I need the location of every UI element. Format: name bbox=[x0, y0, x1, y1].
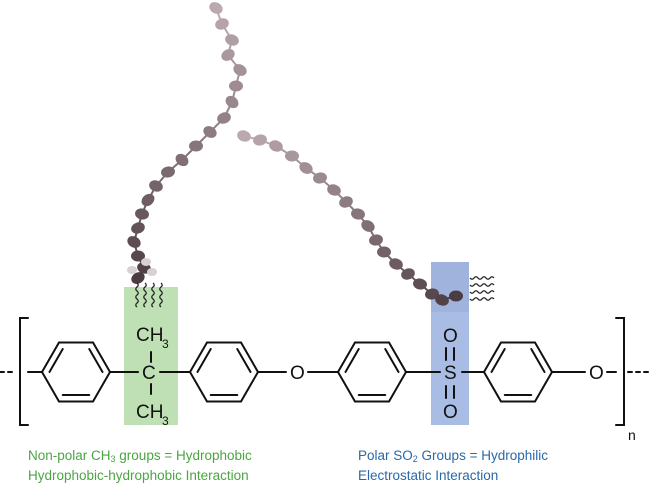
hydrophilic-highlight-upper bbox=[431, 262, 469, 312]
wave-line bbox=[151, 282, 155, 308]
ch3-top-label: CH bbox=[136, 325, 163, 346]
benzene-ring bbox=[336, 341, 408, 403]
ch3-bottom-subscript: 3 bbox=[162, 414, 169, 428]
chain-tail bbox=[127, 258, 157, 276]
hydrophobic-caption-line2: Hydrophobic-hydrophobic Interaction bbox=[28, 468, 249, 483]
ch3-top-subscript: 3 bbox=[162, 337, 169, 351]
interaction-waves bbox=[135, 276, 495, 308]
hydrophilic-caption-line2: Electrostatic Interaction bbox=[358, 468, 499, 483]
chain-residue bbox=[449, 290, 463, 302]
benzene-ring bbox=[40, 341, 112, 403]
backbone-bonds bbox=[27, 347, 617, 399]
chain-residue bbox=[131, 272, 145, 284]
repeat-brackets bbox=[0, 317, 649, 426]
ch3-bottom-label: CH bbox=[136, 402, 163, 423]
hydrophobic-caption-line1: Non-polar CH3 groups = Hydrophobic bbox=[28, 448, 252, 464]
wave-line bbox=[469, 276, 495, 280]
sulfonyl-oxygen-bottom-label: O bbox=[443, 402, 458, 423]
benzene-ring bbox=[188, 341, 260, 403]
ether-oxygen-label: O bbox=[290, 363, 305, 384]
wave-line bbox=[469, 283, 495, 287]
wave-line bbox=[469, 297, 495, 301]
wave-line bbox=[159, 282, 163, 308]
sulfur-label: S bbox=[444, 363, 457, 384]
end-oxygen-label: O bbox=[589, 363, 604, 384]
sulfonyl-oxygen-top-label: O bbox=[443, 326, 458, 347]
wave-line bbox=[143, 282, 147, 308]
wave-line bbox=[135, 282, 139, 308]
benzene-ring bbox=[482, 341, 554, 403]
central-carbon-label: C bbox=[142, 363, 156, 384]
repeat-unit-label: n bbox=[628, 427, 636, 443]
hydrophilic-caption-line1: Polar SO2 Groups = Hydrophilic bbox=[358, 448, 548, 464]
wave-line bbox=[469, 290, 495, 294]
protein-chain bbox=[127, 2, 463, 306]
